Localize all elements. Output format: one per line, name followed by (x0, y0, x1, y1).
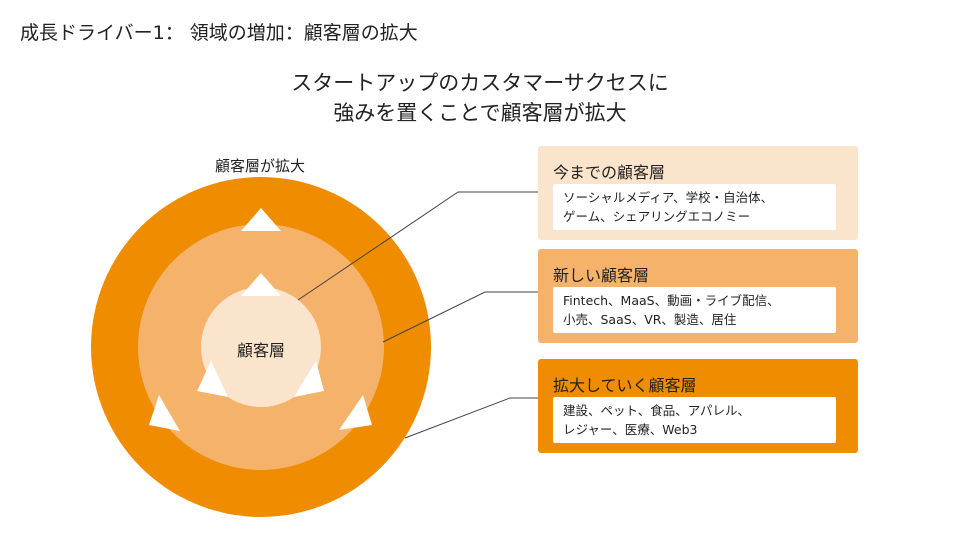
current-customers-box: 今までの顧客層 ソーシャルメディア、学校・自治体、 ゲーム、シェアリングエコノミ… (538, 146, 858, 240)
arrow-triangle-icon (294, 361, 324, 397)
center-label: 顧客層 (236, 341, 285, 360)
box-heading: 今までの顧客層 (553, 163, 666, 182)
slide-title: 成長ドライバー1： 領域の増加：顧客層の拡大 (20, 22, 418, 44)
box-body: 建設、ペット、食品、アパレル、 レジャー、医療、Web3 (553, 397, 836, 443)
box-body: ソーシャルメディア、学校・自治体、 ゲーム、シェアリングエコノミー (553, 184, 836, 230)
connector-line (297, 191, 538, 301)
arrow-triangle-icon (241, 208, 281, 231)
subtitle-line: 強みを置くことで顧客層が拡大 (333, 101, 627, 125)
arrow-triangle-icon (241, 273, 281, 296)
subtitle-line: スタートアップのカスタマーサクセスに (291, 71, 669, 95)
arrow-triangle-icon (197, 361, 228, 397)
inner-circle (201, 287, 321, 407)
expanding-customers-box: 拡大していく顧客層 建設、ペット、食品、アパレル、 レジャー、医療、Web3 (538, 359, 858, 453)
new-customers-box: 新しい顧客層 Fintech、MaaS、動画・ライブ配信、 小売、SaaS、VR… (538, 249, 858, 343)
connector-line (404, 397, 538, 439)
arrow-triangle-icon (339, 395, 372, 430)
connector-line (382, 291, 538, 343)
box-heading: 拡大していく顧客層 (553, 376, 697, 395)
box-heading: 新しい顧客層 (553, 266, 650, 285)
slide-subtitle: スタートアップのカスタマーサクセスに 強みを置くことで顧客層が拡大 (200, 68, 760, 128)
ring-label: 顧客層が拡大 (214, 157, 305, 175)
arrow-triangle-icon (149, 395, 180, 431)
box-body: Fintech、MaaS、動画・ライブ配信、 小売、SaaS、VR、製造、居住 (553, 287, 836, 333)
